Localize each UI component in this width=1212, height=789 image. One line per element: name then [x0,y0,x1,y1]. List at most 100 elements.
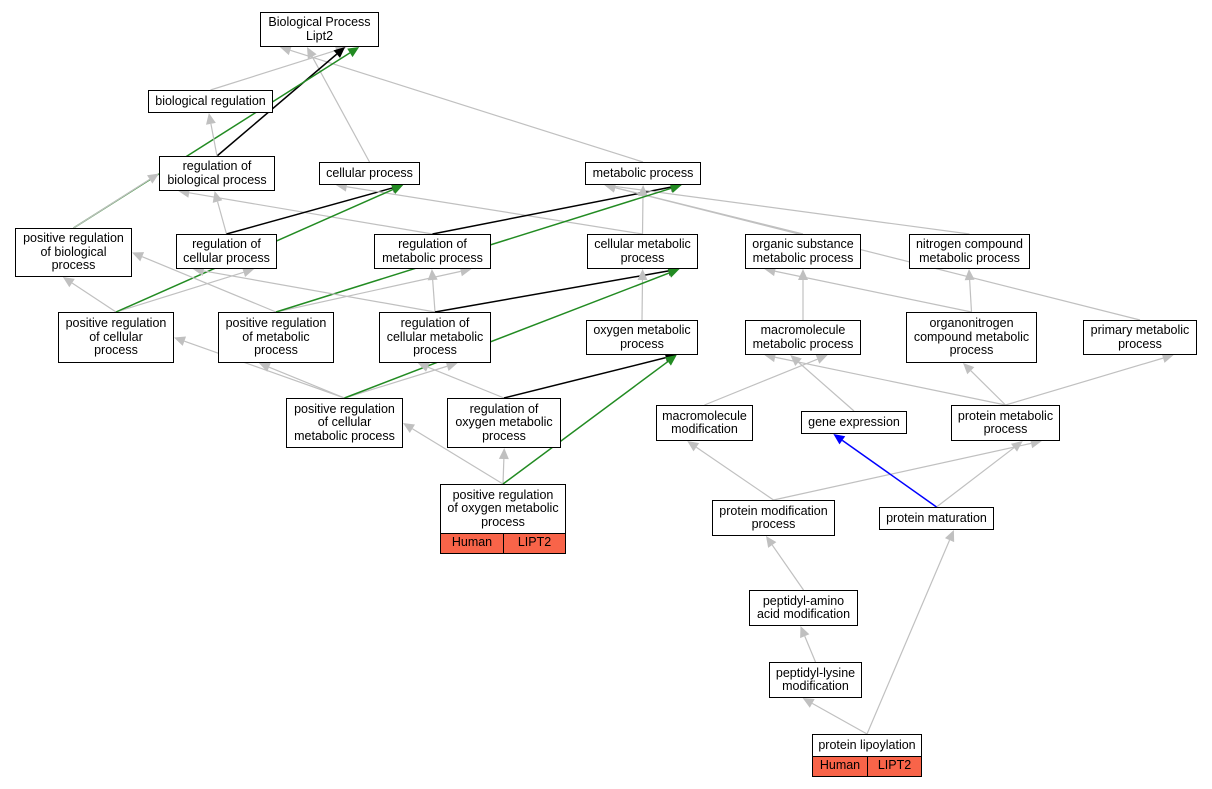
arrowhead-posregbp-bp [347,47,360,58]
edge-protmet-orgnitro [970,370,1006,406]
edge-protmat-protmet [936,447,1015,508]
edge-regoxy-oxymp [503,356,667,399]
node-regulation-of-cellular-metabolic-process[interactable]: regulation of cellular metabolic process [379,312,491,363]
edge-protlip-protmat [866,539,951,735]
arrowhead-posregbp-regbp [147,173,159,184]
node-protein-metabolic-process[interactable]: protein metabolic process [951,405,1060,441]
edge-peptamino-protmod [771,544,804,591]
node-peptidyl-amino-acid-modification[interactable]: peptidyl-amino acid modification [749,590,858,626]
node-primary-metabolic-process[interactable]: primary metabolic process [1083,320,1197,355]
edge-protmod-macromod [695,446,774,501]
edge-posregcmp-regcmp [344,365,448,399]
arrowhead-peptamino-protmod [766,536,777,548]
edge-posregoxy-oxymp [502,360,669,485]
edge-regmp-metproc [432,186,672,235]
arrowhead-regcmp-regmp [427,269,438,281]
arrowhead-posregcp-posregbp [62,277,75,288]
arrowhead-metproc-bp [279,45,292,56]
node-cellular-metabolic-process[interactable]: cellular metabolic process [587,234,698,269]
node-positive-regulation-of-biological-process[interactable]: positive regulation of biological proces… [15,228,132,277]
arrowhead-oxymp-cellmp [637,269,648,281]
arrowhead-posregoxy-posregcmp [403,423,415,433]
node-protein-modification-process[interactable]: protein modification process [712,500,835,536]
edge-regbp-bp [216,53,338,157]
arrowhead-orgnitro-nitro [964,269,975,281]
node-regulation-of-oxygen-metabolic-process[interactable]: regulation of oxygen metabolic process [447,398,561,448]
edge-regcp-cellproc [226,187,393,235]
edge-protmod-protmet [773,442,1032,501]
arrowhead-protlip-protmat [944,530,955,543]
node-organonitrogen-compound-metabolic-process[interactable]: organonitrogen compound metabolic proces… [906,312,1037,363]
gene-badge[interactable]: LIPT2 [504,533,566,554]
arrowhead-regcp-regbp [212,191,223,203]
edge-protlip-peptlys [811,702,868,735]
edge-nitro-metproc [615,185,970,235]
arrowhead-protmat-geneexp [833,434,846,445]
edge-posregcmp-posregcp [184,340,345,399]
edge-peptlys-peptamino [804,635,817,663]
edge-regcp-regbp [216,201,228,235]
arrowhead-regoxy-regcmp [417,362,430,372]
edge-primary-metproc [614,187,1141,321]
arrowhead-protmod-macromod [687,441,700,452]
edge-protmet-macromp [774,356,1006,406]
node-positive-regulation-of-metabolic-process[interactable]: positive regulation of metabolic process [218,312,334,363]
node-peptidyl-lysine-modification[interactable]: peptidyl-lysine modification [769,662,862,698]
edge-regmp-regbp [189,192,433,235]
arrowhead-posregcmp-posregmp [258,362,271,372]
edge-cellmp-cellproc [346,186,643,235]
edge-cellproc-bp [311,56,371,163]
node-organic-substance-metabolic-process[interactable]: organic substance metabolic process [745,234,861,269]
edge-geneexp-macromp [798,361,855,412]
edge-macromod-macromp [704,358,818,406]
arrowhead-posregoxy-regoxy [498,448,509,460]
node-regulation-of-metabolic-process[interactable]: regulation of metabolic process [374,234,491,269]
arrowhead-protmet-orgnitro [963,363,975,375]
node-cellular-process[interactable]: cellular process [319,162,420,185]
node-biological-regulation[interactable]: biological regulation [148,90,273,113]
edge-posregcp-posregbp [71,282,117,313]
node-metabolic-process[interactable]: metabolic process [585,162,701,185]
arrowhead-posregcp-cellproc [391,184,404,195]
edge-regcmp-regcp [203,270,436,313]
edge-posregoxy-posregcmp [412,428,504,485]
node-positive-regulation-of-cellular-process[interactable]: positive regulation of cellular process [58,312,174,363]
edge-posregoxy-regoxy [502,458,505,485]
edge-posregbp-regbp [73,178,151,229]
edge-posregmp-posregbp [141,256,277,313]
node-regulation-of-cellular-process[interactable]: regulation of cellular process [176,234,277,269]
node-positive-regulation-of-cellular-metabolic-process[interactable]: positive regulation of cellular metaboli… [286,398,403,448]
arrowhead-posregcp-regcp [242,267,255,278]
arrowhead-posregcmp-regcmp [445,361,458,372]
node-macromolecule-modification[interactable]: macromolecule modification [656,405,753,441]
arrowhead-protmat-protmet [1010,441,1023,452]
arrowhead-regbp-bioreg [206,113,216,125]
annotation-row-protlip: Human LIPT2 [812,756,922,777]
gene-badge[interactable]: LIPT2 [868,756,922,777]
arrowhead-primary-metproc [604,182,617,193]
node-macromolecule-metabolic-process[interactable]: macromolecule metabolic process [745,320,861,355]
arrowhead-peptlys-peptamino [800,626,810,639]
node-protein-maturation[interactable]: protein maturation [879,507,994,530]
arrowhead-posregmp-posregbp [132,252,145,262]
node-oxygen-metabolic-process[interactable]: oxygen metabolic process [586,320,698,355]
arrowhead-regbp-bp [333,47,346,58]
arrowhead-posregoxy-oxymp [664,355,677,366]
edge-posregcmp-posregmp [268,366,345,399]
annotation-row-posregoxy: Human LIPT2 [440,533,566,554]
edge-posregcp-regcp [115,271,244,313]
arrowhead-posregcmp-posregcp [174,336,187,346]
node-protein-lipoylation[interactable]: protein lipoylation [812,734,922,757]
edge-regbp-bioreg [210,123,218,157]
node-nitrogen-compound-metabolic-process[interactable]: nitrogen compound metabolic process [909,234,1030,269]
edge-protmet-primary [1005,357,1164,406]
arrowhead-geneexp-macromp [790,355,802,367]
node-regulation-of-biological-process[interactable]: regulation of biological process [159,156,275,191]
species-badge: Human [440,533,504,554]
arrowhead-protmet-primary [1161,353,1174,363]
node-positive-regulation-of-oxygen-metabolic-process[interactable]: positive regulation of oxygen metabolic … [440,484,566,534]
edge-regcmp-cellmp [434,270,669,313]
node-gene-expression[interactable]: gene expression [801,411,907,434]
node-biological-process-lipt2[interactable]: Biological Process Lipt2 [260,12,379,47]
